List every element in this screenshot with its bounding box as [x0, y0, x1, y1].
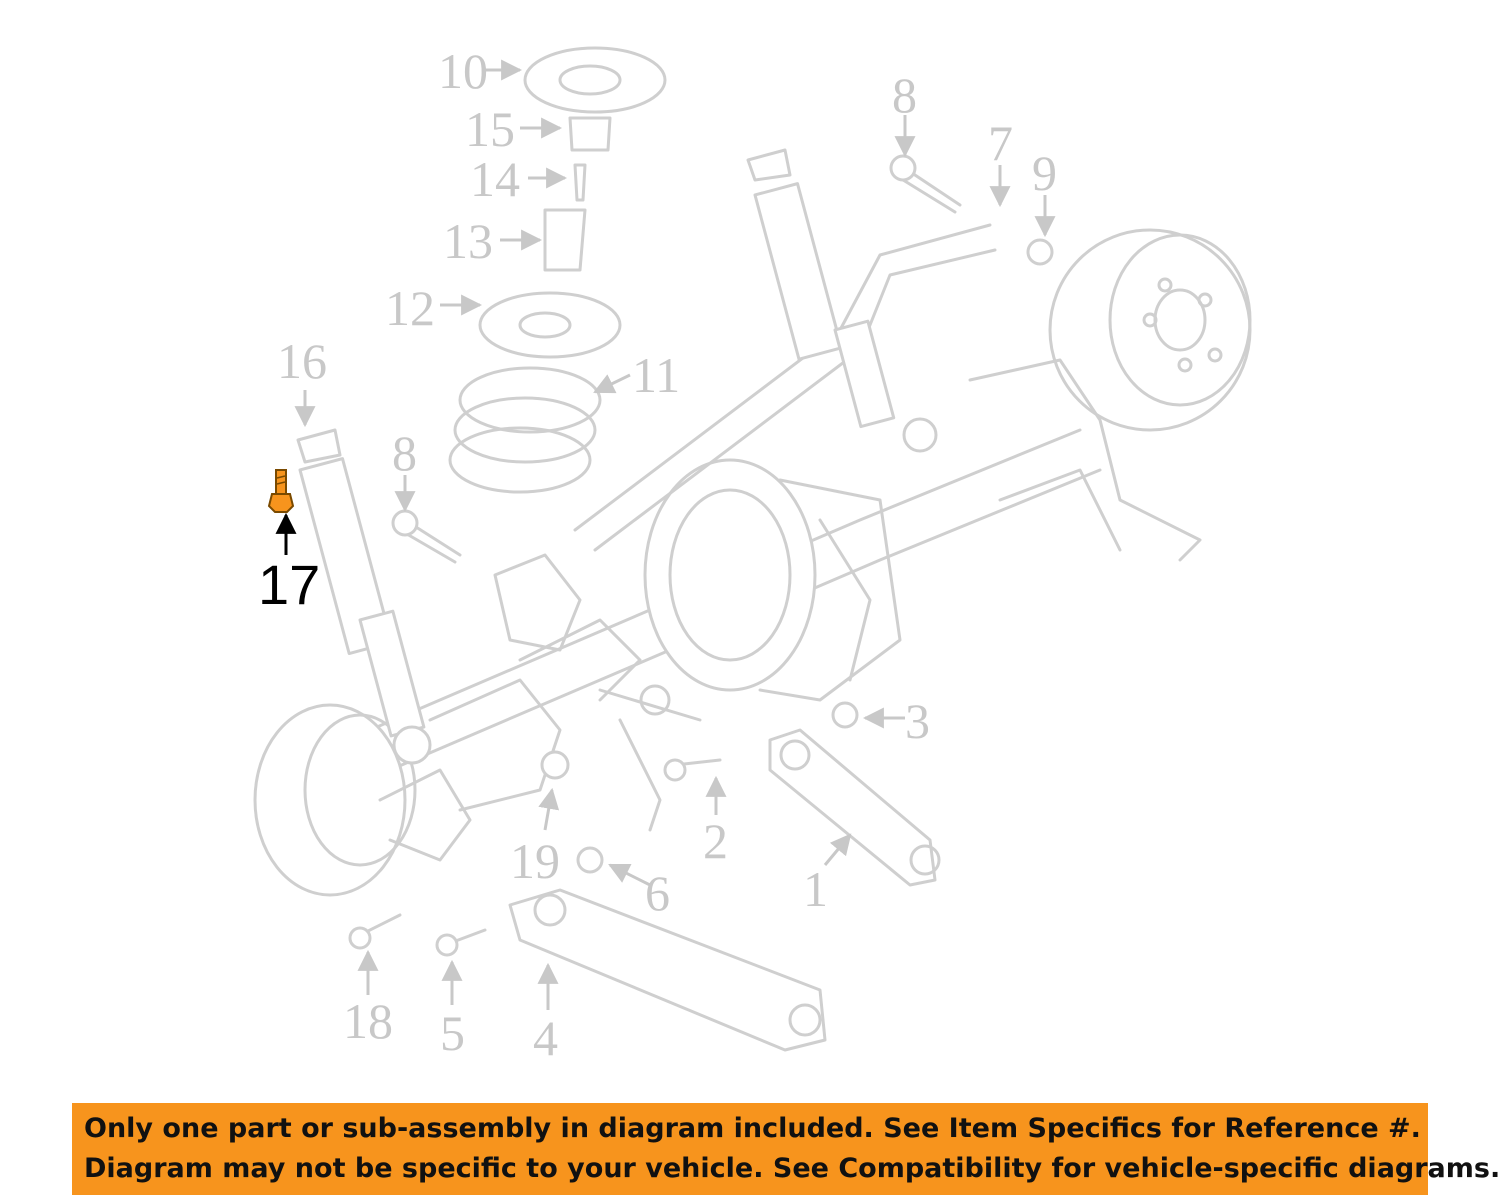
callout-3: 3 — [905, 693, 930, 749]
callout-9: 9 — [1032, 145, 1057, 201]
callout-17-highlighted: 17 — [258, 553, 320, 616]
callout-12: 12 — [385, 280, 435, 336]
callout-15: 15 — [465, 101, 515, 157]
highlighted-part-17-bolt[interactable]: 17 — [258, 469, 320, 616]
rear-axle-illustration — [253, 223, 1252, 897]
callout-11: 10 — [438, 43, 488, 99]
callout-19: 19 — [510, 833, 560, 889]
disclaimer-banner: Only one part or sub-assembly in diagram… — [72, 1103, 1500, 1195]
disclaimer-line-1: Only one part or sub-assembly in diagram… — [84, 1113, 1421, 1144]
callout-10: 11 — [632, 347, 680, 403]
callout-14: 14 — [470, 151, 520, 207]
callout-4: 4 — [533, 1010, 558, 1066]
callout-7: 7 — [988, 115, 1013, 171]
callout-1: 1 — [803, 861, 828, 917]
disclaimer-line-2: Diagram may not be specific to your vehi… — [84, 1153, 1500, 1184]
callout-16: 16 — [277, 333, 327, 389]
callout-arrows — [294, 59, 1056, 1010]
callout-5: 5 — [440, 1005, 465, 1061]
coil-spring-stack — [448, 46, 667, 494]
callout-labels: 10 15 14 13 12 11 16 8 7 9 8 3 2 19 6 1 … — [277, 43, 1057, 1066]
hardware-illustrations — [348, 154, 1054, 1052]
callout-13: 13 — [443, 213, 493, 269]
callout-2: 2 — [703, 813, 728, 869]
callout-6: 6 — [645, 865, 670, 921]
callout-18: 18 — [343, 993, 393, 1049]
shock-absorber-left — [296, 428, 432, 765]
callout-8-lower: 8 — [392, 425, 417, 481]
callout-8-upper: 8 — [892, 67, 917, 123]
shock-absorber-right — [746, 148, 938, 453]
